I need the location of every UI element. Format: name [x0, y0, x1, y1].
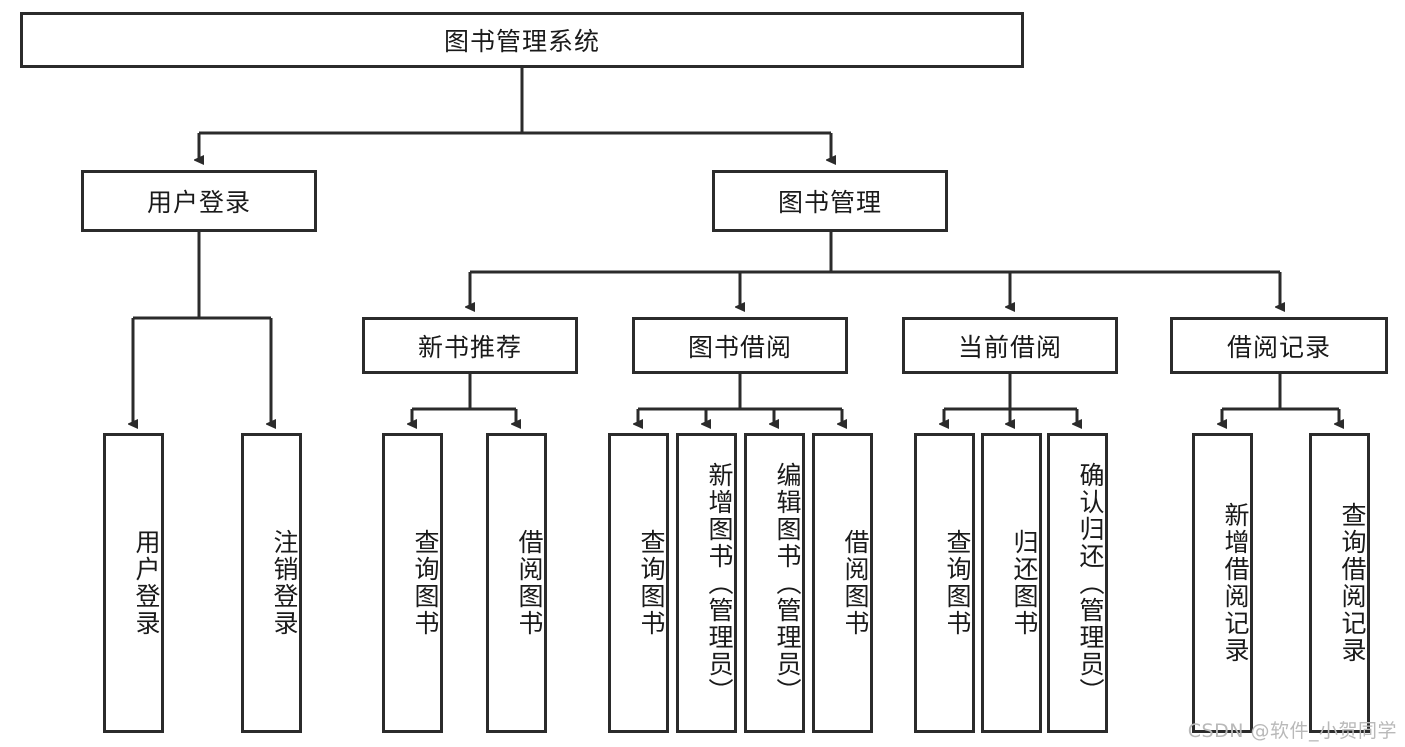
leaf-book-borrow-edit-label: 编辑图书（管理员） — [773, 461, 802, 705]
leaf-current-borrow-confirm-label: 确认归还（管理员） — [1076, 461, 1105, 705]
leaf-borrow-record-add-label: 新增借阅记录 — [1221, 502, 1250, 664]
leaf-current-borrow-query-label: 查询图书 — [943, 529, 972, 637]
node-borrow-record-label: 借阅记录 — [1226, 332, 1331, 362]
leaf-user-login-signout[interactable]: 注销登录 — [241, 433, 302, 733]
leaf-current-borrow-return[interactable]: 归还图书 — [981, 433, 1042, 733]
node-book-borrow-label: 图书借阅 — [687, 332, 792, 362]
leaf-book-borrow-query[interactable]: 查询图书 — [608, 433, 669, 733]
node-new-book-recommend[interactable]: 新书推荐 — [362, 317, 578, 374]
leaf-book-borrow-query-label: 查询图书 — [637, 529, 666, 637]
node-root-system[interactable]: 图书管理系统 — [20, 12, 1024, 68]
node-current-borrow-label: 当前借阅 — [957, 332, 1062, 362]
leaf-user-login-signin-label: 用户登录 — [132, 529, 161, 637]
node-book-borrow[interactable]: 图书借阅 — [632, 317, 848, 374]
leaf-user-login-signout-label: 注销登录 — [270, 529, 299, 637]
leaf-new-book-borrow[interactable]: 借阅图书 — [486, 433, 547, 733]
leaf-new-book-query-label: 查询图书 — [411, 529, 440, 637]
leaf-borrow-record-query-label: 查询借阅记录 — [1338, 502, 1367, 664]
watermark: CSDN @软件_小贺同学 — [1187, 720, 1397, 742]
leaf-current-borrow-confirm[interactable]: 确认归还（管理员） — [1047, 433, 1108, 733]
node-root-system-label: 图书管理系统 — [443, 27, 600, 56]
leaf-book-borrow-edit[interactable]: 编辑图书（管理员） — [744, 433, 805, 733]
node-borrow-record[interactable]: 借阅记录 — [1170, 317, 1388, 374]
leaf-book-borrow-lend[interactable]: 借阅图书 — [812, 433, 873, 733]
node-user-login-label: 用户登录 — [146, 188, 251, 217]
leaf-book-borrow-add-label: 新增图书（管理员） — [705, 461, 734, 705]
leaf-borrow-record-add[interactable]: 新增借阅记录 — [1192, 433, 1253, 733]
node-book-management[interactable]: 图书管理 — [712, 170, 948, 232]
leaf-book-borrow-lend-label: 借阅图书 — [841, 529, 870, 637]
leaf-borrow-record-query[interactable]: 查询借阅记录 — [1309, 433, 1370, 733]
node-user-login[interactable]: 用户登录 — [81, 170, 317, 232]
leaf-user-login-signin[interactable]: 用户登录 — [103, 433, 164, 733]
leaf-current-borrow-return-label: 归还图书 — [1010, 529, 1039, 637]
leaf-current-borrow-query[interactable]: 查询图书 — [914, 433, 975, 733]
leaf-book-borrow-add[interactable]: 新增图书（管理员） — [676, 433, 737, 733]
node-new-book-recommend-label: 新书推荐 — [417, 332, 522, 362]
leaf-new-book-borrow-label: 借阅图书 — [515, 529, 544, 637]
node-current-borrow[interactable]: 当前借阅 — [902, 317, 1118, 374]
node-book-management-label: 图书管理 — [777, 188, 882, 217]
leaf-new-book-query[interactable]: 查询图书 — [382, 433, 443, 733]
